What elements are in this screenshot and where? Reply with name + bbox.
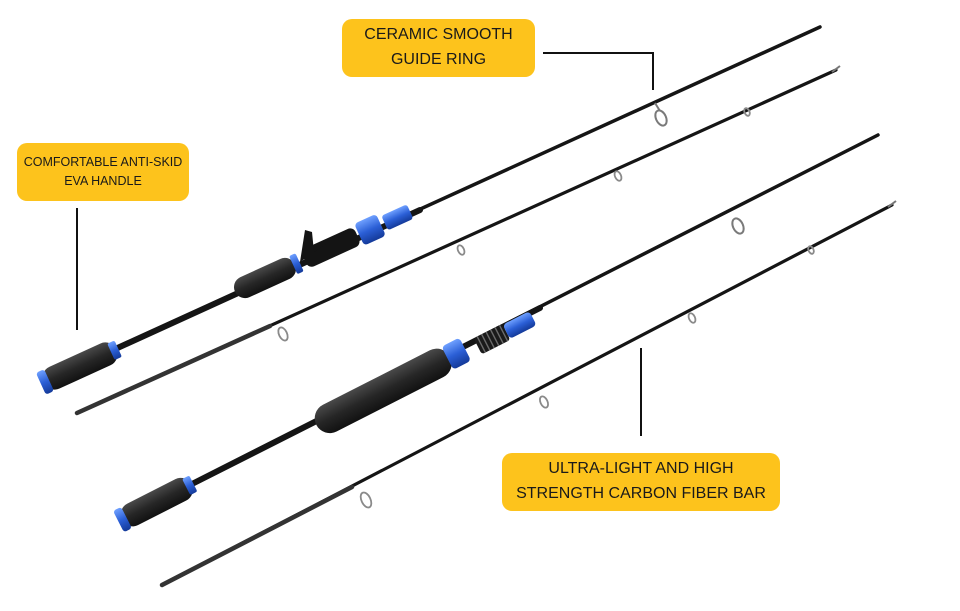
guide-ring-icon (277, 107, 751, 342)
casting-rod-icon (36, 25, 822, 394)
callout-carbon-bar-line1: ULTRA-LIGHT AND HIGH (548, 460, 734, 478)
callout-guide-ring: CERAMIC SMOOTH GUIDE RING (342, 19, 535, 77)
guide-ring-icon (654, 102, 668, 127)
callout-guide-ring-line1: CERAMIC SMOOTH (364, 26, 513, 44)
leader-lines (76, 52, 654, 436)
callout-carbon-bar: ULTRA-LIGHT AND HIGH STRENGTH CARBON FIB… (502, 453, 780, 511)
rod-tip-section-icon (74, 65, 841, 416)
callout-handle-line1: COMFORTABLE ANTI-SKID (23, 154, 183, 169)
leader-line-guide-ring (543, 52, 654, 90)
rod-tip-section-icon (159, 200, 897, 588)
callout-handle-line2: EVA HANDLE (64, 174, 142, 188)
callout-guide-ring-line2: GUIDE RING (390, 51, 487, 68)
callout-handle: COMFORTABLE ANTI-SKID EVA HANDLE (17, 143, 189, 201)
callout-carbon-bar-line2: STRENGTH CARBON FIBER BAR (516, 485, 766, 502)
guide-ring-icon (359, 245, 815, 509)
guide-ring-icon (731, 217, 745, 235)
spinning-rod-icon (114, 133, 880, 532)
